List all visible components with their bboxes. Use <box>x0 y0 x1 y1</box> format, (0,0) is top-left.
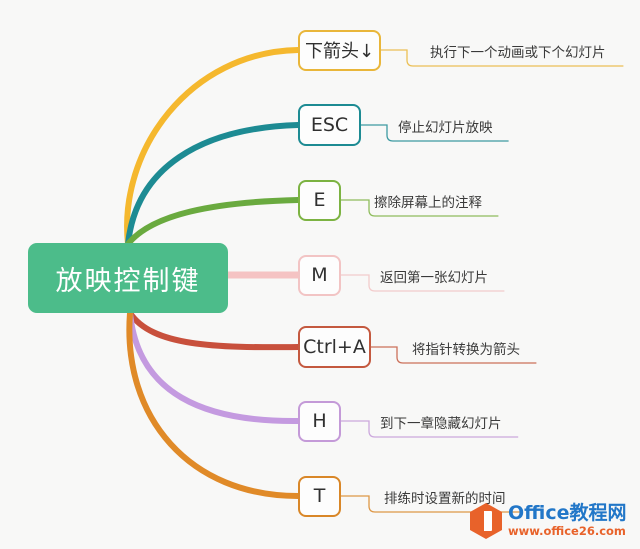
key-node-label: H <box>312 410 327 432</box>
key-node-4[interactable]: M <box>298 254 341 296</box>
key-node-label: ESC <box>310 114 349 136</box>
key-node-label: M <box>311 264 328 286</box>
branch-curve <box>124 47 301 247</box>
branch-curve <box>127 310 301 351</box>
key-node-label: E <box>313 189 326 211</box>
branch-description-3: 擦除屏幕上的注释 <box>374 195 482 211</box>
key-node-label: Ctrl+A <box>303 336 366 358</box>
office-logo-icon <box>470 503 502 539</box>
branch-description-5: 将指针转换为箭头 <box>412 342 520 358</box>
branch-description-6: 到下一章隐藏幻灯片 <box>380 416 502 432</box>
watermark-title: Office教程网 <box>508 502 627 525</box>
branch-description-1: 执行下一个动画或下个幻灯片 <box>430 45 606 61</box>
branch-curve <box>125 122 301 247</box>
branch-curve <box>127 310 301 425</box>
central-node-label: 放映控制键 <box>55 265 201 297</box>
branch-description-4: 返回第一张幻灯片 <box>380 270 488 286</box>
branch-description-2: 停止幻灯片放映 <box>398 120 493 136</box>
key-node-label: T <box>313 485 326 507</box>
key-node-2[interactable]: ESC <box>298 104 361 146</box>
key-node-5[interactable]: Ctrl+A <box>298 326 371 368</box>
watermark: Office教程网 www.office26.com <box>470 503 627 539</box>
key-node-1[interactable]: 下箭头↓ <box>298 29 381 71</box>
key-node-3[interactable]: E <box>298 179 341 221</box>
key-node-7[interactable]: T <box>298 475 341 517</box>
branch-curve <box>126 310 301 499</box>
central-node[interactable]: 放映控制键 <box>28 243 228 313</box>
branch-curve <box>125 197 301 247</box>
watermark-url: www.office26.com <box>508 524 626 539</box>
key-node-6[interactable]: H <box>298 400 341 442</box>
key-node-label: 下箭头↓ <box>304 41 375 62</box>
